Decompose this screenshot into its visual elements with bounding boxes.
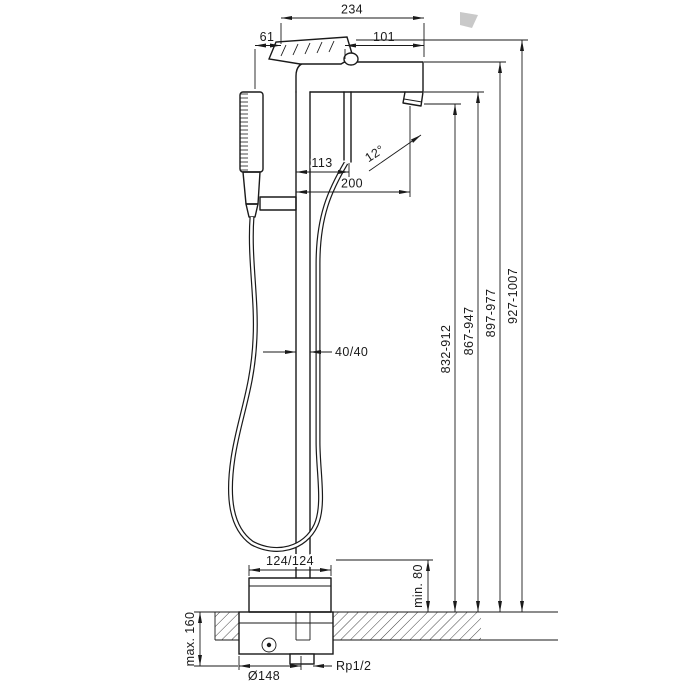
riser-column: [295, 91, 311, 579]
hand-shower-nut: [245, 203, 259, 218]
dim-min-clearance: min. 80: [336, 559, 433, 612]
hand-shower: [239, 91, 297, 218]
dim-148-label: Ø148: [248, 669, 280, 683]
handle-pivot-knob: [343, 52, 359, 66]
handle-hatching: [280, 40, 335, 57]
base-escutcheon: [248, 577, 332, 613]
dim-832-912-label: 832-912: [439, 325, 453, 374]
dim-spout-top-reach: 101: [344, 30, 424, 59]
dim-height-outlet: 832-912: [424, 103, 461, 612]
dim-height-spout-top: 897-977: [424, 61, 506, 612]
hand-shower-spray-face: [240, 92, 248, 172]
dim-897-977-label: 897-977: [484, 289, 498, 338]
waterfall-handle-blade: [268, 36, 354, 65]
dim-overall-width: 234: [280, 3, 425, 57]
rough-in-screw: [261, 637, 277, 653]
spout-outlet: [402, 91, 424, 107]
dim-max-160-label: max. 160: [183, 612, 197, 667]
dim-handshower-offset: 61: [254, 30, 281, 89]
angle-12-label: 12°: [363, 142, 387, 165]
dim-min-80-label: min. 80: [411, 564, 425, 608]
brand-watermark: [460, 12, 478, 28]
dim-124-124-label: 124/124: [266, 554, 314, 568]
rough-in-connection-stub: [289, 653, 315, 665]
dim-867-947-label: 867-947: [462, 307, 476, 356]
dim-height-spout-underside: 867-947: [424, 91, 484, 612]
dim-61-label: 61: [260, 30, 275, 44]
dim-113-label: 113: [311, 156, 332, 170]
annotation-spray-angle: 12°: [361, 134, 422, 172]
dim-234-label: 234: [341, 3, 363, 17]
dim-riser-profile: 40/40: [263, 343, 370, 361]
dim-spout-reach: 200: [296, 106, 411, 197]
dim-101-label: 101: [373, 30, 395, 44]
rough-in-body: [238, 611, 334, 665]
spout-aerator-line: [403, 98, 423, 103]
dim-rough-in-diameter: Ø148: [238, 656, 302, 685]
dim-927-1007-label: 927-1007: [506, 268, 520, 324]
hand-shower-handle: [242, 171, 261, 205]
spout-assembly: [268, 36, 424, 163]
base-cover: [248, 577, 332, 613]
dim-hose-offset: 113: [296, 154, 350, 177]
rough-in-housing: [238, 611, 334, 655]
shower-hose: [227, 161, 349, 552]
dim-4040-label: 40/40: [335, 345, 368, 359]
hand-shower-holder-bracket: [259, 196, 297, 211]
rp12-label: Rp1/2: [336, 659, 371, 673]
hose-outline: [227, 161, 349, 552]
dim-base-offset: 124/124: [248, 552, 332, 576]
spout-arm-outline: [295, 61, 424, 93]
hose-core: [229, 162, 348, 551]
annotation-connection-thread: Rp1/2: [313, 659, 371, 673]
dim-height-handle-top: 927-1007: [356, 39, 528, 612]
dim-200-label: 200: [341, 177, 363, 191]
rough-in-screw-center: [266, 642, 272, 648]
dim-max-floor: max. 160: [183, 611, 238, 667]
